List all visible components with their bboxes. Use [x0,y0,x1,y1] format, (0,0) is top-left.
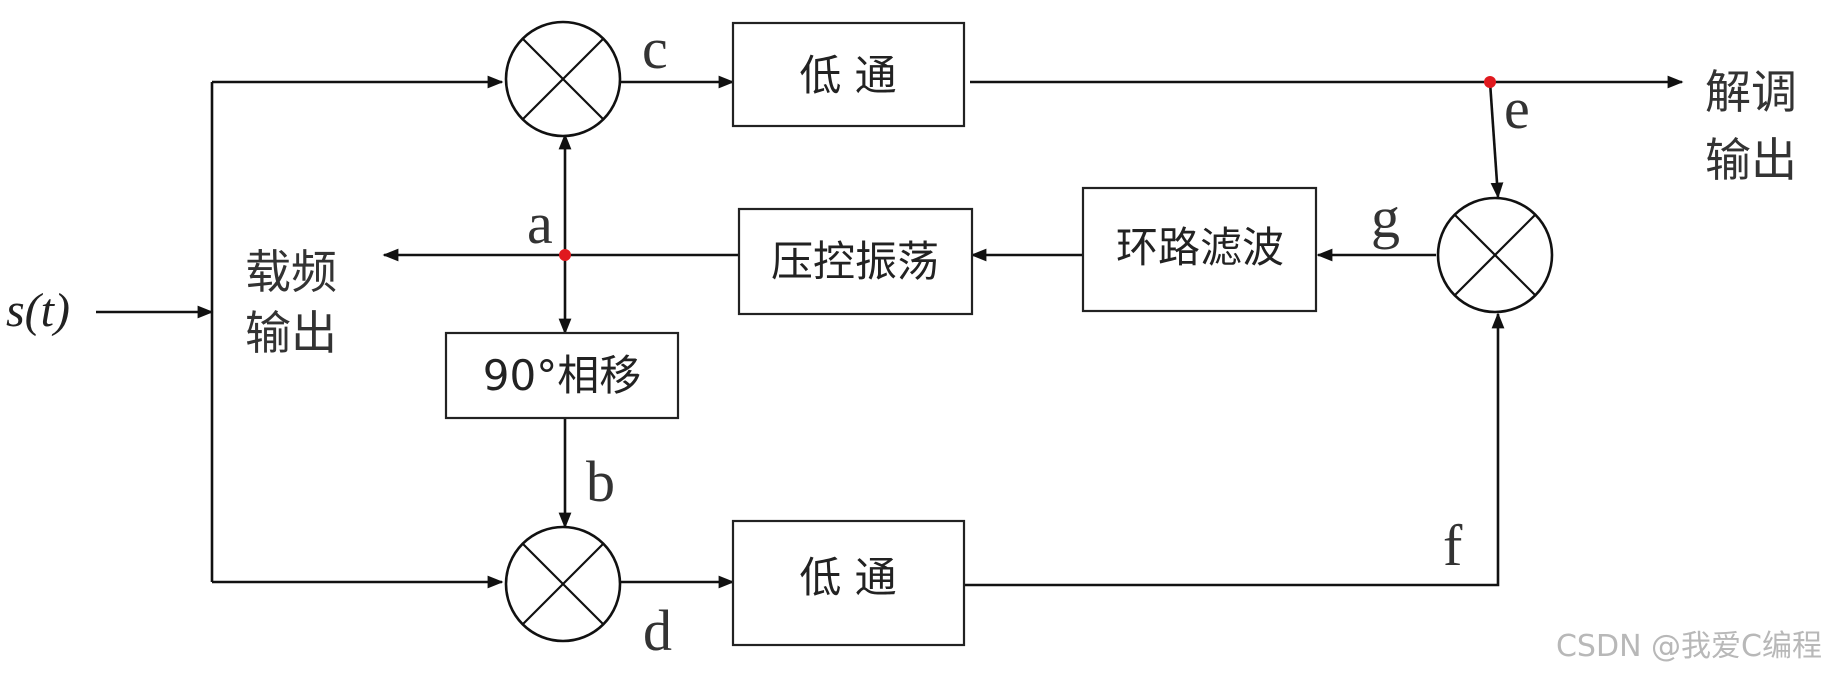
node-d-label: d [643,598,672,663]
loop-filter-label: 环路滤波 [1116,223,1284,272]
demod-output-label-line1: 解调 [1705,65,1797,119]
loop-filter-block: 环路滤波 [1081,186,1318,313]
mixer-bottom [504,525,622,643]
node-c-label: c [642,16,668,81]
mixer-top [504,20,622,138]
phase-shift-block: 90°相移 [444,331,680,420]
wire-e [1488,81,1504,199]
node-f-label: f [1443,513,1463,578]
mixer-right [1436,196,1554,314]
demod-output-label-line2: 输出 [1705,133,1797,187]
lowpass-bottom-label: 低 通 [799,553,896,602]
phase-shift-label: 90°相移 [483,351,641,400]
node-b-label: b [586,449,615,514]
junction-e [1484,76,1496,88]
node-g-label: g [1371,185,1400,250]
input-label: s(t) [6,284,70,337]
carrier-output-label-line1: 载频 [245,245,337,299]
vco-label: 压控振荡 [771,237,939,286]
node-a-label: a [527,191,553,256]
lowpass-top-block: 低 通 [731,21,966,128]
vco-block: 压控振荡 [737,207,974,316]
lowpass-top-label: 低 通 [799,51,896,100]
junction-a [559,249,571,261]
wire-f [965,312,1505,587]
watermark: CSDN @我爱C编程 [1556,629,1822,664]
lowpass-bottom-block: 低 通 [731,519,966,647]
node-e-label: e [1504,76,1530,141]
carrier-output-label-line2: 输出 [245,306,337,360]
